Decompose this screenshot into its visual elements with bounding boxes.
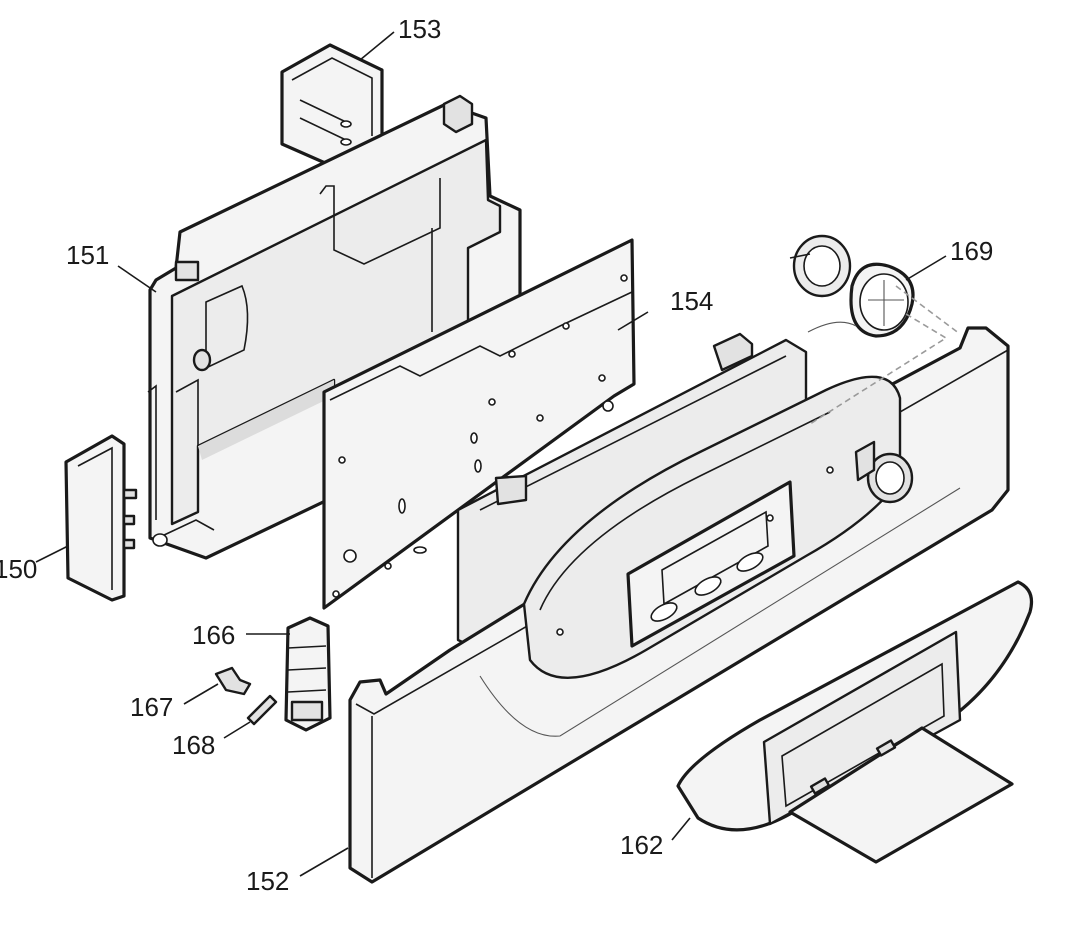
callout-154: 154: [670, 286, 713, 316]
callout-labels: 153 151 154 169 150 166 167 168 152 162: [0, 14, 993, 896]
callout-leaders: [35, 31, 947, 877]
callout-150: 150: [0, 554, 37, 584]
callout-168: 168: [172, 730, 215, 760]
part-154-circuit-plate: [322, 238, 636, 610]
callout-169: 169: [950, 236, 993, 266]
part-162-front-flap: [676, 580, 1034, 864]
callout-166: 166: [192, 620, 235, 650]
part-166-terminal-block: [284, 616, 332, 732]
callout-152: 152: [246, 866, 289, 896]
callout-167: 167: [130, 692, 173, 722]
callout-153: 153: [398, 14, 441, 44]
part-168-fuse: [246, 694, 278, 726]
callout-151: 151: [66, 240, 109, 270]
part-169-pressure-gauge: [789, 234, 961, 425]
part-167-clip: [214, 666, 252, 696]
part-152-control-housing: [348, 326, 1010, 884]
part-150-side-bracket: [64, 434, 138, 602]
callout-162: 162: [620, 830, 663, 860]
